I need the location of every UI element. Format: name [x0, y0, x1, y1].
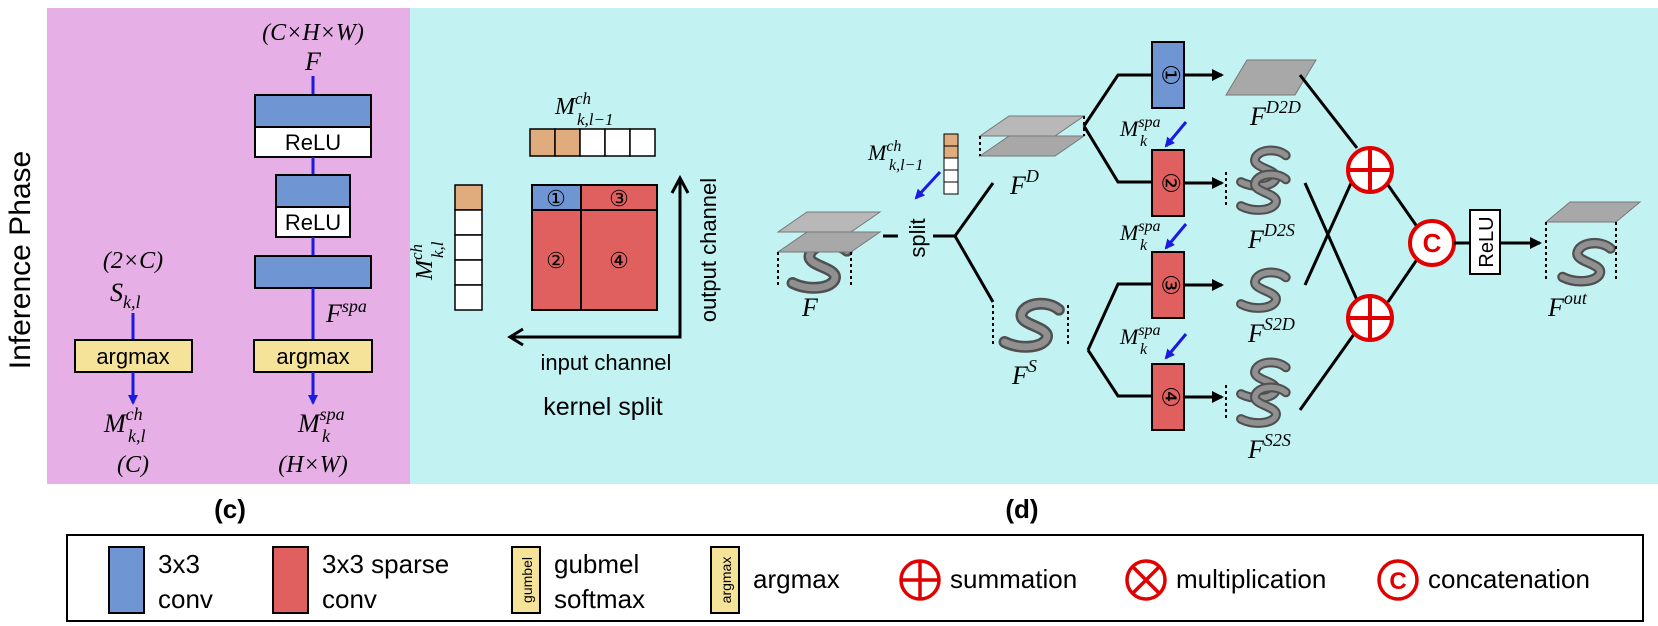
legend-sparse-line1: 3x3 sparse — [322, 549, 449, 579]
mask-arrow — [914, 170, 942, 200]
caption-d: (d) — [1005, 494, 1038, 524]
argmax-label-right: argmax — [276, 344, 349, 369]
fd2d-feature — [1225, 59, 1317, 96]
top-channel-mask — [529, 128, 656, 157]
kernel-quadrant-4-label: ④ — [609, 248, 629, 273]
relu-label-1: ReLU — [285, 130, 341, 155]
kernel-quadrant-3-label: ③ — [609, 186, 629, 211]
output-feature-fout — [1544, 201, 1642, 282]
summation-bottom — [1346, 294, 1394, 342]
kernel-split-title: kernel split — [543, 393, 663, 421]
conv-block-1 — [254, 94, 372, 128]
feature-input-label: F — [304, 47, 322, 76]
relu-block-1 — [254, 126, 372, 158]
legend-multiplication-label: multiplication — [1176, 564, 1326, 594]
legend-argmax-swatch — [710, 546, 740, 614]
conv-box-1-label: ① — [1156, 64, 1182, 86]
fs-label: FS — [1011, 356, 1037, 390]
sparse-feature-fs — [992, 304, 1069, 347]
legend-gumbel-line2: softmax — [554, 584, 645, 614]
input-feature-f — [776, 211, 882, 288]
legend-concatenation-label: concatenation — [1428, 564, 1590, 594]
sparse-box-2 — [1151, 149, 1185, 217]
y-axis-label: output channel — [696, 178, 721, 322]
x-axis-label: input channel — [541, 350, 672, 375]
legend-concatenation-icon: C — [1377, 559, 1419, 601]
fd2s-feature — [1225, 150, 1286, 210]
legend-gumbel-line1: gubmel — [554, 549, 639, 579]
panel-c-background — [47, 8, 410, 484]
kernel-axes-arrow — [510, 180, 682, 339]
argmax-label-left: argmax — [96, 344, 169, 369]
legend-multiplication-icon — [1125, 559, 1167, 601]
feature-dim-label: (C×H×W) — [262, 20, 364, 46]
conv-box-1 — [1151, 41, 1185, 109]
legend: 3x3 conv 3x3 sparse conv gumbel gubmel s… — [66, 534, 1644, 622]
relu-block-2 — [275, 206, 351, 238]
legend-concat-symbol: C — [1389, 568, 1406, 595]
kernel-quadrant-4 — [580, 209, 658, 311]
legend-argmax-label: argmax — [753, 564, 840, 594]
score-dim-label: (2×C) — [103, 248, 163, 274]
fs2d-label: FS2D — [1247, 314, 1295, 348]
legend-summation-icon — [899, 559, 941, 601]
relu-label-2: ReLU — [285, 210, 341, 235]
score-input-label: Sk,l — [110, 278, 141, 312]
flow-channel-mask — [943, 133, 959, 195]
relu-output-label: ReLU — [1476, 216, 1498, 267]
legend-summation-label: summation — [950, 564, 1077, 594]
conv-block-2 — [275, 174, 351, 208]
sparse-box-4-label: ④ — [1156, 386, 1182, 408]
legend-conv-line1: 3x3 — [158, 549, 200, 579]
side-label: Inference Phase — [4, 151, 37, 369]
concatenation-node: C — [1408, 219, 1456, 267]
mch-dim-label: (C) — [117, 452, 149, 478]
split-label: split — [905, 218, 930, 257]
fout-label: Fout — [1547, 288, 1588, 322]
argmax-block-left — [74, 339, 193, 373]
fd2s-label: FD2S — [1247, 220, 1295, 254]
legend-conv-line2: conv — [158, 584, 213, 614]
legend-sparse-line2: conv — [322, 584, 377, 614]
summation-top — [1346, 146, 1394, 194]
legend-argmax-tag: argmax — [718, 557, 734, 604]
fs2s-label: FS2S — [1247, 430, 1291, 464]
mspa-dim-label: (H×W) — [278, 452, 348, 478]
conv-block-3 — [254, 255, 372, 289]
legend-conv-swatch — [108, 546, 145, 614]
dense-feature-fd — [978, 115, 1086, 157]
legend-sparse-swatch — [272, 546, 309, 614]
sparse-box-2-label: ② — [1156, 172, 1182, 194]
relu-output-block — [1469, 209, 1501, 275]
fd-label: FD — [1009, 166, 1039, 200]
legend-gumbel-swatch — [511, 546, 541, 614]
f-label: F — [801, 293, 819, 322]
kernel-quadrant-1-label: ① — [546, 186, 566, 211]
sparse-box-3-label: ③ — [1156, 274, 1182, 296]
side-channel-mask — [454, 184, 483, 311]
sparse-box-3 — [1151, 251, 1185, 319]
concat-symbol: C — [1423, 228, 1442, 258]
kernel-quadrant-2-label: ② — [546, 248, 566, 273]
fd2d-label: FD2D — [1249, 97, 1301, 131]
fspa-label: Fspa — [325, 296, 367, 328]
caption-c: (c) — [214, 494, 246, 524]
legend-gumbel-tag: gumbel — [519, 557, 535, 603]
